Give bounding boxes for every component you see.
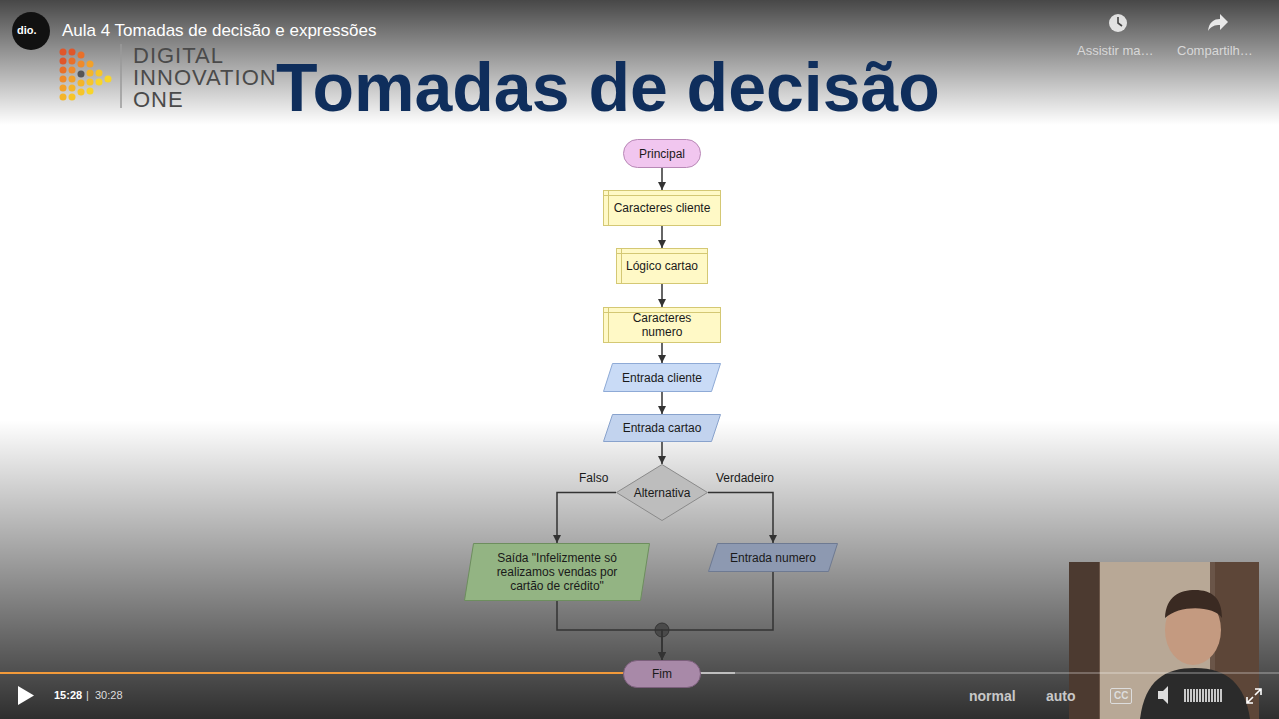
time-separator: | <box>86 689 89 702</box>
speed-button: normal <box>969 688 1016 705</box>
current-time: 15:28 <box>54 689 82 702</box>
share-icon <box>1208 14 1228 31</box>
node-shape <box>624 661 701 688</box>
declare-box: Caracteres numero <box>603 307 721 343</box>
node-shape <box>604 308 721 343</box>
node-text: Caracteres cliente <box>614 201 711 215</box>
node-shape <box>617 249 708 284</box>
output-box: Saída "Infelizmente só realizamos vendas… <box>464 543 650 601</box>
watch-later-icon <box>1109 14 1127 32</box>
flow-arrow <box>661 442 663 464</box>
edge-label: Verdadeiro <box>716 471 774 485</box>
node-shape <box>604 191 721 226</box>
progress-played <box>0 672 650 674</box>
declare-box: Caracteres cliente <box>603 190 721 226</box>
share-label: Compartilh… <box>1177 43 1253 59</box>
node-shape <box>709 544 838 572</box>
node-text: Saída "Infelizmente só realizamos vendas… <box>480 551 634 593</box>
flow-arrow <box>661 226 663 248</box>
logo-dots <box>60 49 112 101</box>
flow-arrow <box>661 343 663 363</box>
volume-level <box>1185 689 1221 702</box>
storage-line <box>617 253 708 254</box>
bottom-shade <box>0 420 1279 719</box>
watch-later-label: Assistir ma… <box>1077 43 1154 59</box>
node-text: Entrada numero <box>730 551 816 565</box>
node-shape <box>624 140 701 168</box>
flow-arrow <box>662 572 773 660</box>
top-shade <box>0 0 1279 125</box>
storage-line <box>604 195 721 196</box>
duration: 30:28 <box>95 689 123 702</box>
end-terminal: Fim <box>623 660 701 688</box>
logo-text: ONE <box>133 87 184 113</box>
input-box: Entrada cliente <box>603 363 721 392</box>
video-title: Aula 4 Tomadas de decisão e expressões <box>62 21 376 41</box>
flow-arrow <box>708 493 773 544</box>
channel-logo-text: dio. <box>17 24 37 37</box>
node-text: Fim <box>652 667 672 681</box>
node-shape <box>604 364 721 392</box>
start-terminal: Principal <box>623 139 701 168</box>
node-shape <box>604 415 721 442</box>
channel-avatar <box>12 12 50 50</box>
input-box: Entrada cartao <box>603 414 721 442</box>
quality-button: auto <box>1046 688 1076 705</box>
flow-arrow <box>661 392 663 414</box>
node-text: Alternativa <box>634 486 691 500</box>
logo-divider <box>120 44 122 108</box>
captions-button: CC <box>1110 688 1132 704</box>
flow-arrow <box>661 284 663 307</box>
exit-fullscreen-icon <box>1247 689 1261 703</box>
declare-box: Lógico cartao <box>616 248 708 284</box>
node-shape <box>617 465 708 521</box>
node-text: Caracteres numero <box>611 311 713 339</box>
node-text: Lógico cartao <box>626 259 698 273</box>
node-shape <box>465 544 650 601</box>
play-button <box>18 686 34 705</box>
node-text: Principal <box>639 147 685 161</box>
flow-arrow <box>557 493 616 544</box>
webcam-overlay <box>1069 562 1259 719</box>
flow-arrow <box>557 601 662 660</box>
volume-icon <box>1158 686 1168 704</box>
flow-arrow <box>661 168 663 190</box>
node-text: Entrada cartao <box>623 421 702 435</box>
edge-label: Falso <box>579 471 608 485</box>
slide-title: Tomadas de decisão <box>276 48 940 126</box>
input-box: Entrada numero <box>708 543 838 572</box>
node-text: Entrada cliente <box>622 371 702 385</box>
decision-diamond: Alternativa <box>616 464 708 521</box>
